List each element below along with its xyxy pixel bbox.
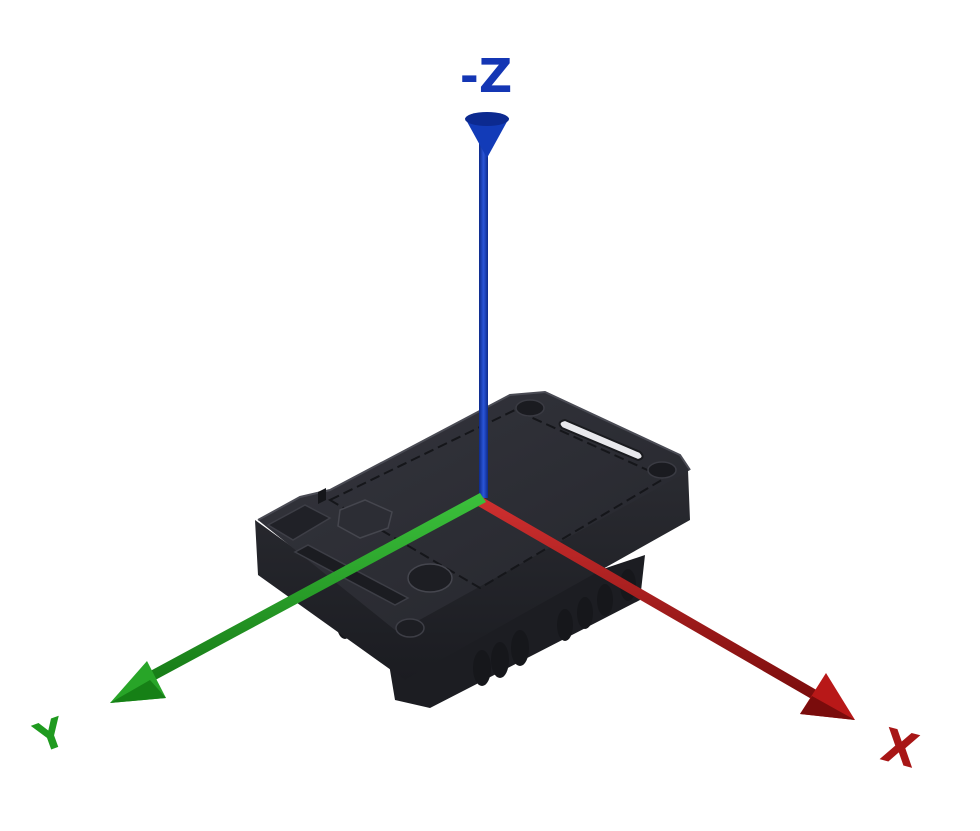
y-axis — [110, 493, 486, 703]
z-axis-label: -Z — [460, 49, 512, 103]
enclosure-top-face — [258, 392, 690, 630]
enclosure-corner-hole — [647, 461, 677, 479]
y-axis-arrowhead-shade — [110, 680, 166, 703]
enclosure-front-wall — [255, 470, 690, 680]
enclosure-left-features — [266, 488, 453, 638]
y-axis-shaft — [141, 493, 486, 685]
z-axis — [465, 112, 509, 498]
x-axis — [478, 497, 855, 720]
enclosure-model — [255, 390, 691, 708]
enclosure-rim — [257, 390, 691, 521]
z-axis-arrowhead-cap — [465, 112, 509, 126]
enclosure-corner-hole — [515, 399, 545, 417]
y-axis-label-group: Y — [28, 709, 73, 763]
enclosure-lower-body — [385, 555, 645, 708]
enclosure-slot — [558, 418, 644, 462]
enclosure-seam — [327, 408, 668, 590]
z-axis-shaft — [479, 140, 488, 498]
x-axis-shaft — [478, 497, 820, 701]
y-axis-label: Y — [28, 709, 73, 763]
x-axis-label: X — [876, 717, 924, 778]
x-axis-arrowhead-shade — [800, 696, 855, 720]
z-axis-arrowhead — [465, 118, 509, 158]
x-axis-label-group: X — [876, 717, 924, 778]
